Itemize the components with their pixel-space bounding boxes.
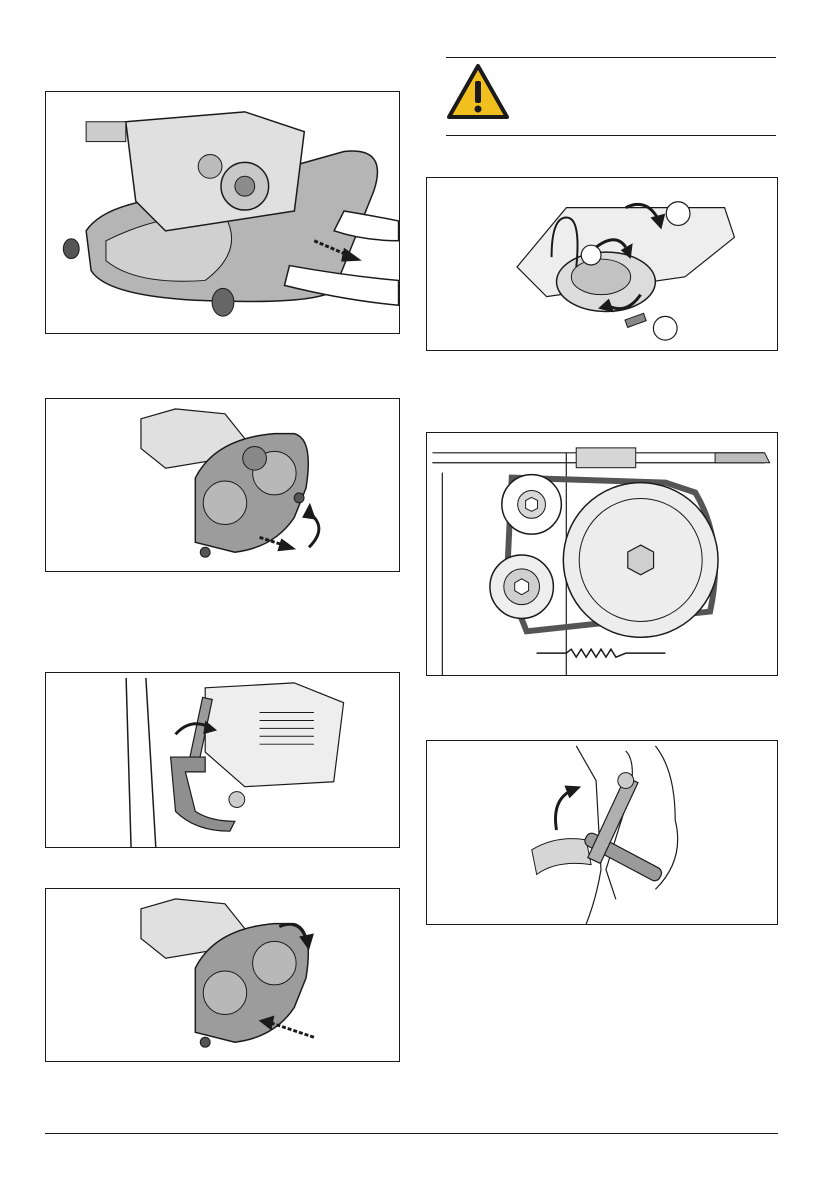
illustration-deck-tilt xyxy=(46,399,399,571)
figure-deck-tilt-up xyxy=(45,398,400,572)
illustration-lever-lift xyxy=(427,741,777,924)
warning-top-rule xyxy=(446,57,776,58)
illustration-belt-tensioner xyxy=(427,178,777,350)
arrow-left-icon xyxy=(259,1016,314,1038)
illustration-belt-pulleys xyxy=(427,433,777,675)
warning-bottom-rule xyxy=(446,135,776,136)
warning-triangle-icon xyxy=(446,63,510,121)
footer-rule xyxy=(45,1133,778,1134)
figure-deck-push-in xyxy=(45,888,400,1062)
illustration-lever-release xyxy=(46,673,399,847)
figure-mower-deck-pull-out xyxy=(45,91,400,334)
curved-arrow-icon xyxy=(556,786,582,831)
figure-lever-lift xyxy=(426,740,778,925)
figure-belt-routing-pulleys xyxy=(426,432,778,676)
illustration-deck-push xyxy=(46,889,399,1061)
illustration-deck-pull-out xyxy=(46,92,399,333)
figure-belt-tensioner xyxy=(426,177,778,351)
figure-lever-release xyxy=(45,672,400,848)
curved-arrow-icon xyxy=(302,503,319,547)
